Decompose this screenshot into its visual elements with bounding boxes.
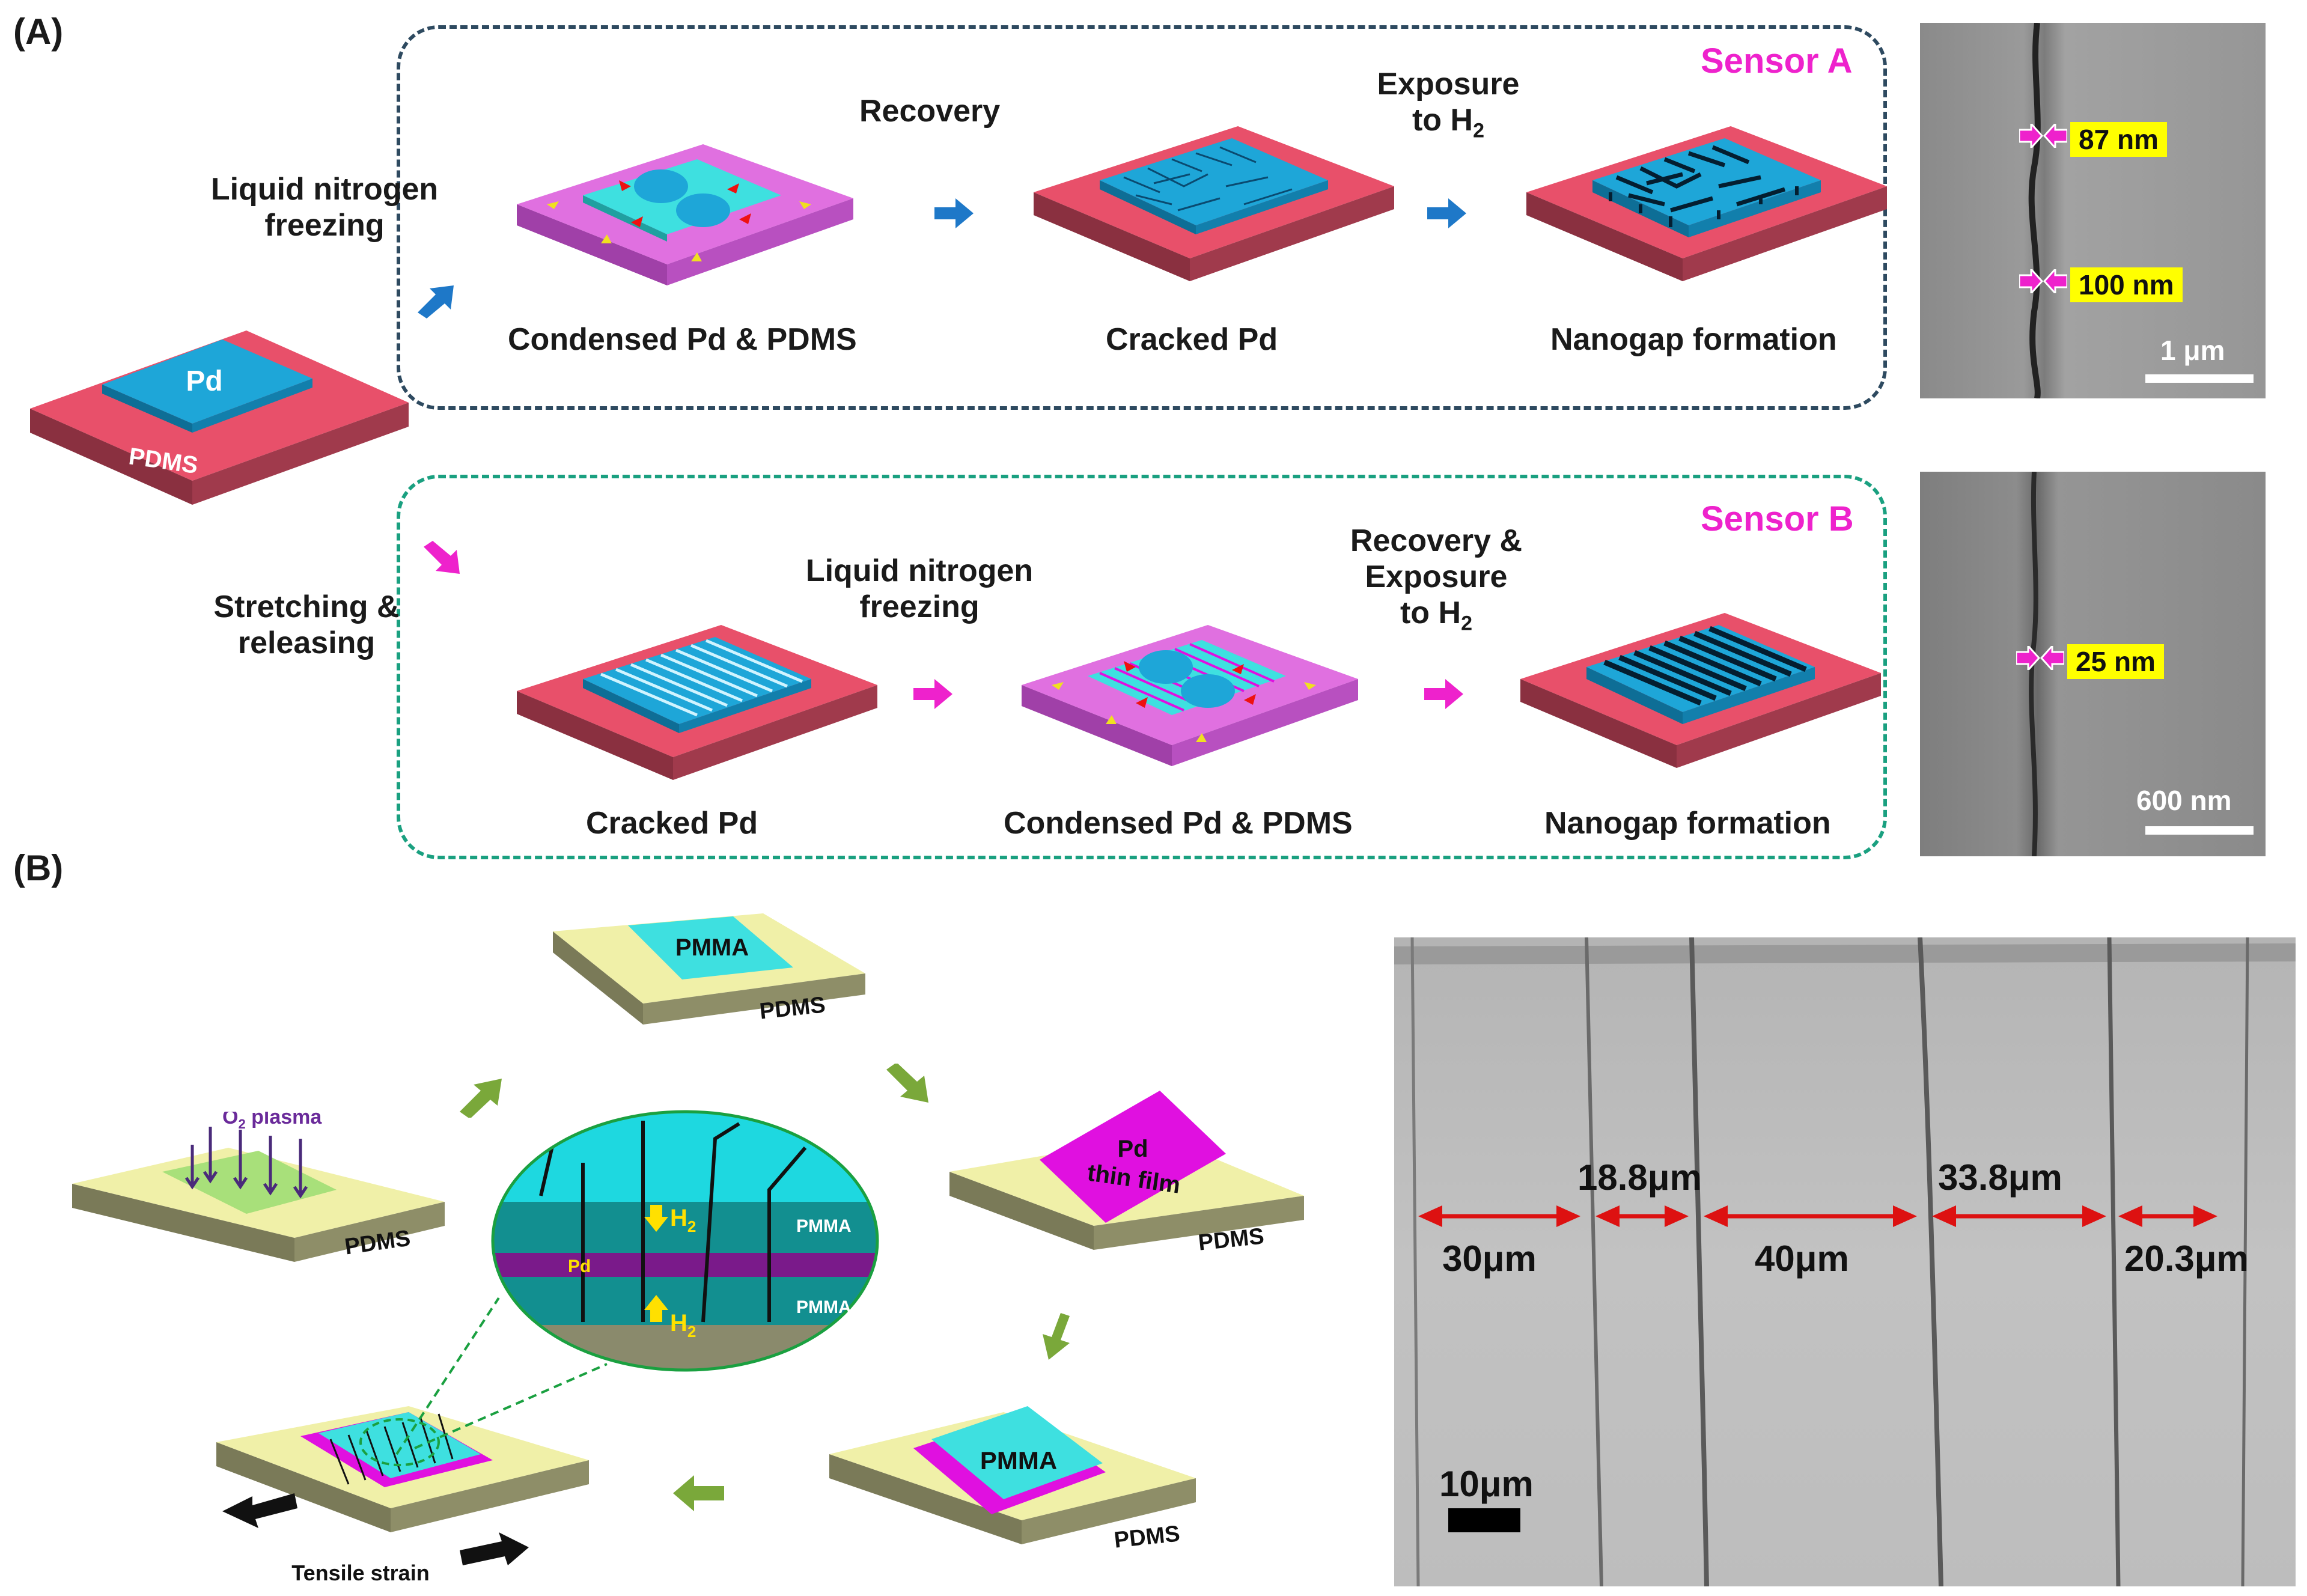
panel-b-sem-image: 30μm 18.8μm 40μm 33.8μm 20.3μm 10μm: [1394, 937, 2296, 1586]
sensor-b-nanogap-device: [1520, 613, 1881, 768]
measurement-30: 30μm: [1442, 1238, 1537, 1279]
sensor-b-arrow-1-icon: [913, 679, 952, 709]
cycle-arrow-left-icon: [673, 1475, 724, 1511]
pink-branch-arrow-icon: [424, 541, 460, 574]
sensor-a-branch-line2: freezing: [264, 208, 385, 243]
pmma-on-pd-device: PMMA PDMS: [829, 1406, 1196, 1553]
sensor-a-title: Sensor A: [1701, 41, 1853, 81]
cycle-arrow-right-icon: [886, 1064, 928, 1103]
sensor-b-freezing-line1: Liquid nitrogen: [805, 553, 1034, 588]
gap-25-arrows-icon: [2016, 646, 2064, 670]
sensor-b-sem-image: 25 nm 600 nm: [1920, 472, 2266, 856]
pd-film-line1: Pd: [1117, 1136, 1148, 1162]
sensor-b-exposure-sub: 2: [1461, 612, 1472, 635]
zoom-pmma-bottom: PMMA: [796, 1297, 852, 1317]
sensor-b-exposure-line2: Exposure: [1365, 559, 1508, 594]
sensor-a-sem-image: 87 nm 100 nm 1 μm: [1920, 23, 2266, 398]
bottom-right-substrate-label: PDMS: [1113, 1521, 1181, 1553]
pmma-on-pdms-device: PMMA PDMS: [553, 913, 865, 1025]
sensor-b-caption-2: Condensed Pd & PDMS: [1004, 806, 1353, 841]
o2-plasma-label: O2 plasma: [222, 1112, 322, 1132]
sensor-b-cracked-device: [517, 625, 877, 780]
sensor-a-exposure-line1: Exposure: [1377, 67, 1520, 102]
sensor-b-scale-bar: [2145, 826, 2254, 835]
zoom-h2-top: H2: [670, 1205, 696, 1235]
measurement-40: 40μm: [1755, 1238, 1849, 1279]
sensor-a-caption-1: Condensed Pd & PDMS: [508, 322, 857, 357]
measurement-18-8: 18.8μm: [1577, 1157, 1702, 1198]
sensor-a-condensed-device: [517, 144, 853, 285]
pd-thin-film-device: Pd thin film PDMS: [949, 1091, 1304, 1256]
zoom-pmma-top: PMMA: [796, 1216, 852, 1236]
sensor-a-scale-text: 1 μm: [2160, 335, 2225, 366]
sensor-b-caption-1: Cracked Pd: [586, 806, 758, 841]
o2-plasma-device: O2 plasma PDMS: [72, 1112, 445, 1262]
zoom-connector-lines: [395, 1297, 608, 1455]
measurement-33-8: 33.8μm: [1938, 1157, 2062, 1198]
panel-b-scale-text: 10μm: [1439, 1464, 1534, 1504]
cycle-arrow-down-icon: [1043, 1313, 1070, 1360]
gap-87-arrows-icon: [2019, 124, 2067, 148]
tensile-strain-label: Tensile strain: [291, 1561, 429, 1585]
panel-a-label: (A): [13, 11, 64, 52]
top-film-label: PMMA: [675, 934, 749, 961]
base-pd-pdms-device: Pd PDMS: [30, 330, 409, 505]
cycle-arrow-up-icon: [460, 1079, 502, 1118]
zoom-pd: Pd: [568, 1256, 591, 1276]
panel-b-scale-bar: [1448, 1508, 1520, 1532]
sensor-b-box: [397, 475, 1887, 859]
panel-b-label: (B): [13, 848, 64, 888]
sensor-a-recovery-label: Recovery: [859, 94, 1001, 129]
measurement-20-3: 20.3μm: [2124, 1238, 2249, 1279]
gap-100-label: 100 nm: [2070, 267, 2183, 302]
zoom-h2-bottom: H2: [670, 1310, 696, 1341]
sensor-a-nanogap-device: [1526, 126, 1887, 281]
sensor-a-caption-2: Cracked Pd: [1106, 322, 1278, 357]
sensor-b-title: Sensor B: [1701, 499, 1854, 538]
sensor-b-freezing-label: Liquid nitrogen freezing: [793, 553, 1046, 625]
sensor-b-exposure-label: Recovery & Exposure to H2: [1328, 523, 1544, 635]
zoom-cross-section: H2 H2 PMMA Pd PMMA: [491, 1110, 879, 1372]
bottom-right-film-label: PMMA: [980, 1446, 1057, 1475]
sensor-b-scale-text: 600 nm: [2136, 785, 2232, 816]
sensor-a-crack-line: [2028, 23, 2041, 398]
sensor-a-branch-line1: Liquid nitrogen: [210, 172, 439, 207]
sensor-a-branch-label: Liquid nitrogen freezing: [198, 171, 451, 243]
gap-87-label: 87 nm: [2070, 122, 2167, 157]
panel-b-crack-lines: [1394, 937, 2296, 1586]
sensor-b-branch-label: Stretching & releasing: [198, 589, 415, 661]
base-film-label: Pd: [186, 365, 222, 397]
sensor-a-caption-3: Nanogap formation: [1550, 322, 1837, 357]
sensor-a-arrow-2-icon: [1427, 198, 1466, 228]
sensor-b-caption-3: Nanogap formation: [1544, 806, 1831, 841]
sensor-b-freezing-line2: freezing: [859, 589, 980, 624]
sensor-a-scale-bar: [2145, 374, 2254, 383]
sensor-b-condensed-device: [1022, 625, 1358, 766]
sensor-b-branch-line1: Stretching &: [213, 589, 400, 624]
sensor-b-branch-line2: releasing: [237, 626, 376, 660]
sensor-b-arrow-2-icon: [1424, 679, 1463, 709]
sensor-a-cracked-device: [1034, 126, 1394, 281]
gap-100-arrows-icon: [2019, 269, 2067, 293]
gap-25-label: 25 nm: [2067, 644, 2164, 679]
sensor-b-exposure-line1: Recovery &: [1350, 523, 1523, 558]
blue-branch-arrow-icon: [418, 285, 454, 318]
sensor-a-arrow-1-icon: [934, 198, 974, 228]
sensor-b-exposure-line3: to H: [1400, 595, 1461, 630]
measurement-arrows: [1418, 1205, 2217, 1227]
sensor-a-exposure-label: Exposure to H2: [1358, 66, 1538, 142]
tensile-strain-device: Tensile strain: [216, 1406, 589, 1585]
sensor-a-exposure-sub: 2: [1473, 119, 1484, 142]
sensor-a-box: [397, 25, 1887, 410]
sensor-a-exposure-line2: to H: [1412, 103, 1473, 138]
